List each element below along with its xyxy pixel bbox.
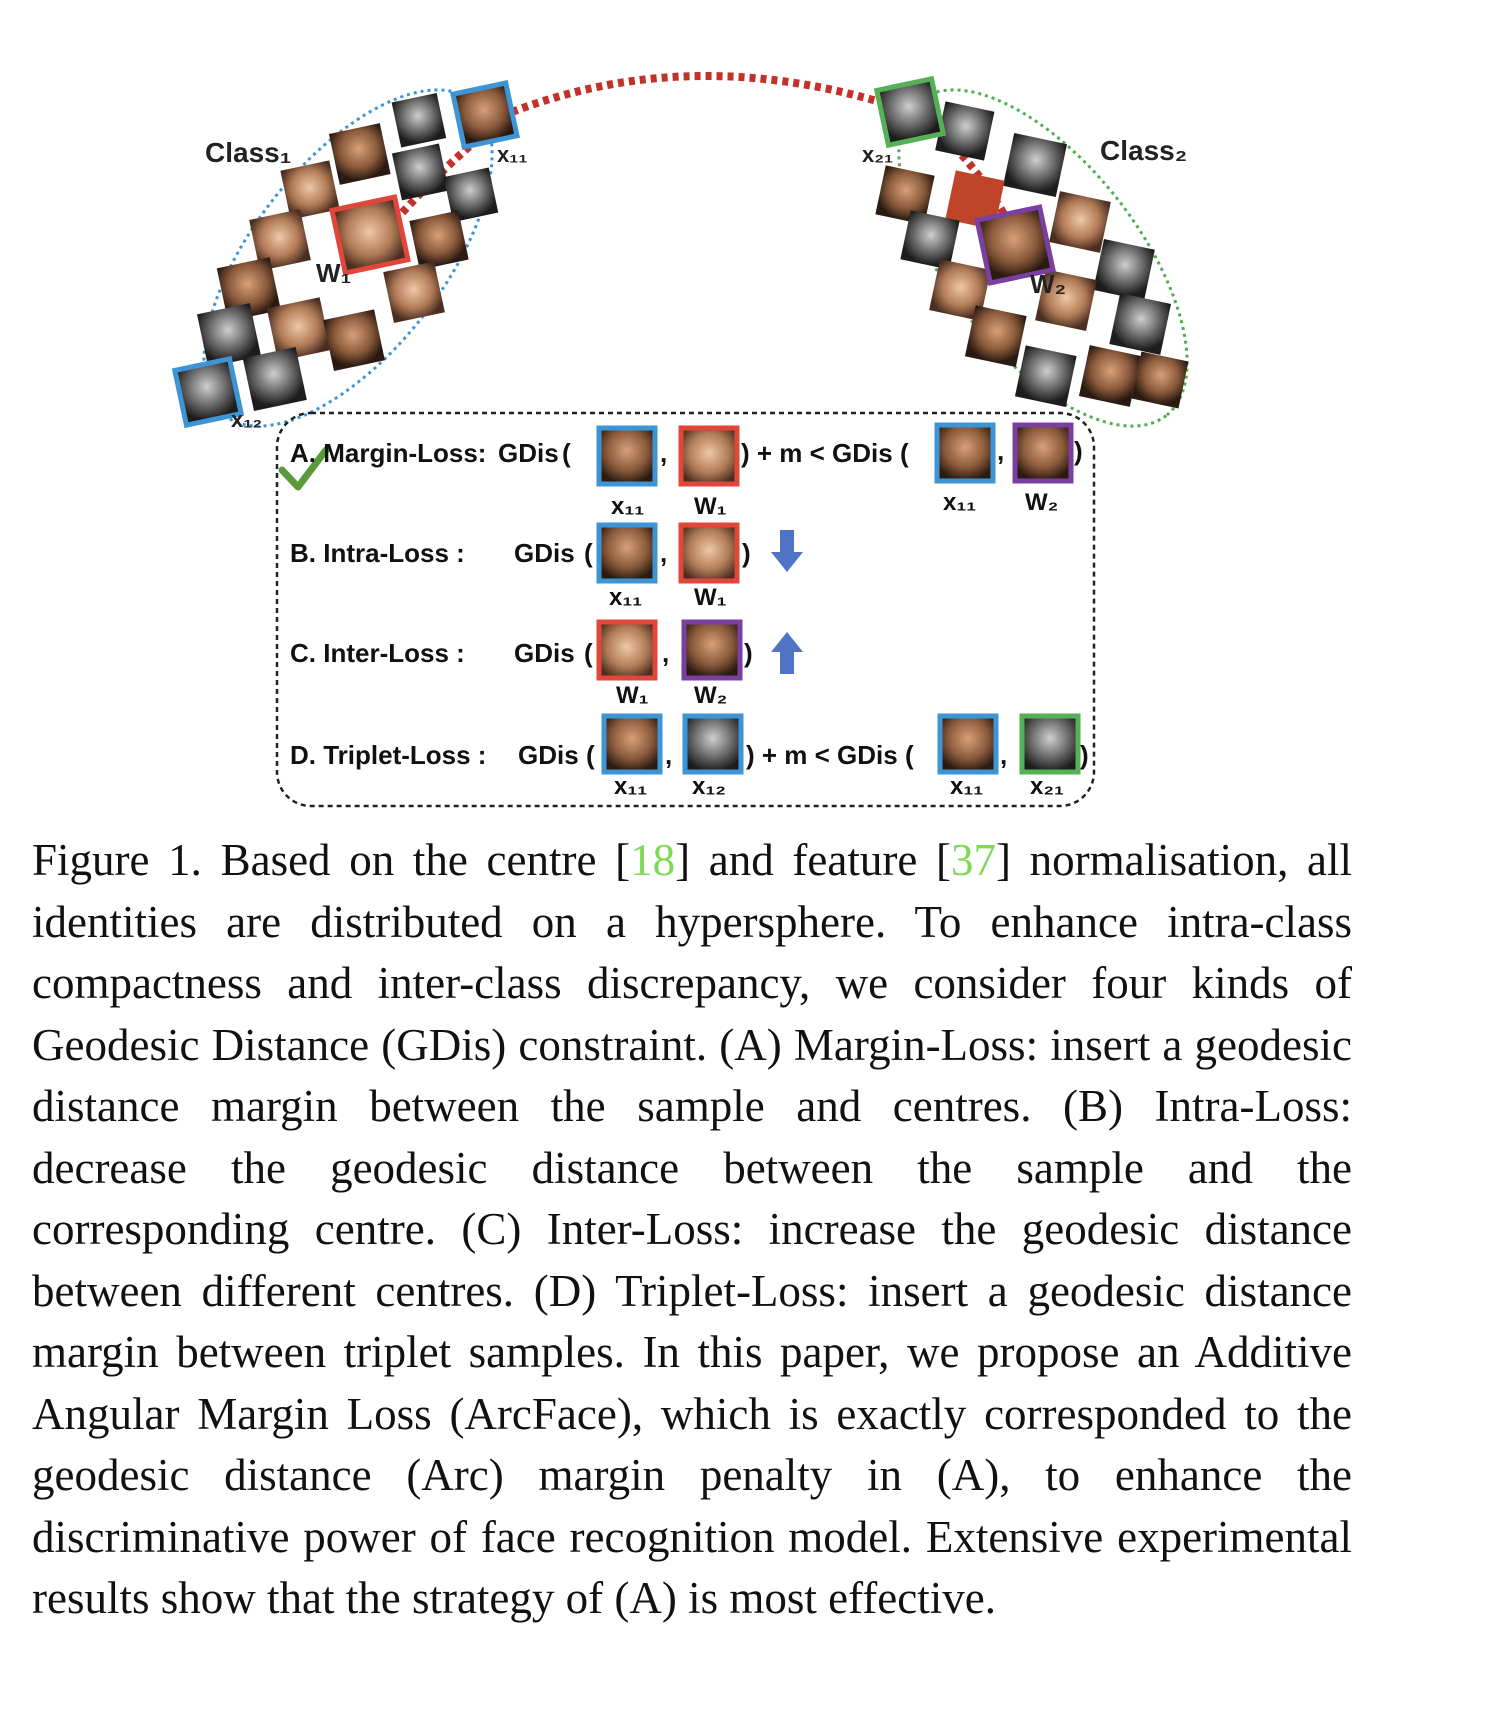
svg-text:,: ,	[660, 538, 667, 568]
row-a-arg4: W₂	[1025, 489, 1058, 516]
class2-label: Class₂	[1100, 135, 1187, 166]
class1-faces	[196, 92, 499, 412]
row-b-arg2: W₁	[694, 584, 727, 611]
x12-label: x₁₂	[231, 407, 262, 432]
loss-row-d: D. Triplet-Loss : GDis ( , ) + m < GDis …	[290, 713, 1089, 800]
figure-caption: Figure 1. Based on the centre [18] and f…	[32, 830, 1352, 1630]
row-a-w2-thumb	[1012, 422, 1074, 484]
loss-row-c: C. Inter-Loss : GDis ( , ) W₁ W₂	[290, 619, 803, 709]
svg-text:(: (	[562, 438, 571, 468]
arrow-down-icon	[771, 530, 803, 572]
x21-face-class2	[873, 75, 947, 149]
row-d-arg4: x₂₁	[1030, 773, 1064, 800]
row-d-arg3: x₁₁	[950, 773, 983, 800]
x12-face-class1	[171, 355, 245, 429]
check-icon	[278, 446, 330, 491]
w1-label: W₁	[316, 258, 351, 288]
row-a-x11b-thumb	[934, 422, 996, 484]
row-a-w1-thumb	[678, 425, 740, 487]
caption-prefix: Figure 1. Based on the centre [	[32, 835, 631, 885]
w2-label: W₂	[1030, 269, 1066, 299]
w1-face-class1	[329, 194, 411, 276]
row-d-x11-thumb	[601, 713, 663, 775]
svg-text:(: (	[586, 740, 595, 770]
row-d-tail: ) + m < GDis (	[746, 740, 914, 770]
svg-text:): )	[742, 538, 751, 568]
row-a-arg2: W₁	[694, 493, 727, 520]
svg-text:,: ,	[662, 638, 669, 668]
row-c-label: C. Inter-Loss :	[290, 638, 465, 668]
row-b-label: B. Intra-Loss :	[290, 538, 465, 568]
row-c-w2-thumb	[681, 619, 743, 681]
row-d-x11b-thumb	[937, 713, 999, 775]
citation-link-37[interactable]: 37	[950, 835, 996, 885]
row-d-arg1: x₁₁	[614, 773, 647, 800]
loss-box	[275, 411, 1096, 808]
row-c-w1-thumb	[596, 619, 658, 681]
row-a-func: GDis	[498, 438, 559, 468]
row-a-arg3: x₁₁	[943, 489, 976, 516]
row-c-func: GDis	[514, 638, 575, 668]
row-a-tail: ) + m < GDis (	[741, 438, 909, 468]
row-a-tail2: )	[1074, 436, 1083, 466]
class2-faces	[875, 101, 1189, 409]
row-d-x21-thumb	[1019, 713, 1081, 775]
citation-link-18[interactable]: 18	[630, 835, 676, 885]
caption-rest: ] normalisation, all identities are dist…	[32, 835, 1352, 1623]
row-a-label: A. Margin-Loss:	[290, 438, 486, 468]
row-d-label: D. Triplet-Loss :	[290, 740, 486, 770]
loss-row-a: A. Margin-Loss: GDis ( , ) + m < GDis ( …	[290, 422, 1083, 520]
arrow-up-icon	[771, 632, 803, 674]
svg-text:,: ,	[665, 740, 672, 770]
svg-text:(: (	[584, 538, 593, 568]
svg-text:): )	[744, 638, 753, 668]
geodesic-arc-main	[510, 72, 914, 116]
svg-text:(: (	[584, 638, 593, 668]
class1-label: Class₁	[205, 137, 291, 168]
svg-text:,: ,	[1000, 740, 1007, 770]
row-b-func: GDis	[514, 538, 575, 568]
row-a-arg1: x₁₁	[611, 493, 644, 520]
row-d-x12-thumb	[682, 713, 744, 775]
x11-label: x₁₁	[497, 142, 527, 167]
w2-face-class2	[974, 204, 1056, 286]
row-c-arg1: W₁	[616, 682, 649, 709]
row-d-arg2: x₁₂	[692, 773, 726, 800]
loss-row-b: B. Intra-Loss : GDis ( , ) x₁₁ W₁	[290, 522, 803, 611]
row-d-tail2: )	[1080, 740, 1089, 770]
figure-1: Class₁ Class₂ x₁₁ W₁ x₁₂ x₂₁ W₂ A. Margi…	[0, 0, 1486, 820]
row-c-arg2: W₂	[694, 682, 727, 709]
caption-mid: ] and feature [	[675, 835, 951, 885]
svg-text:,: ,	[997, 436, 1004, 466]
row-b-x11-thumb	[596, 522, 658, 584]
row-b-w1-thumb	[678, 522, 740, 584]
row-a-x11-thumb	[596, 425, 658, 487]
x21-label: x₂₁	[862, 142, 893, 167]
x11-face-class1	[450, 80, 520, 150]
row-d-func: GDis	[518, 740, 579, 770]
row-b-arg1: x₁₁	[609, 584, 642, 611]
svg-text:,: ,	[660, 438, 667, 468]
